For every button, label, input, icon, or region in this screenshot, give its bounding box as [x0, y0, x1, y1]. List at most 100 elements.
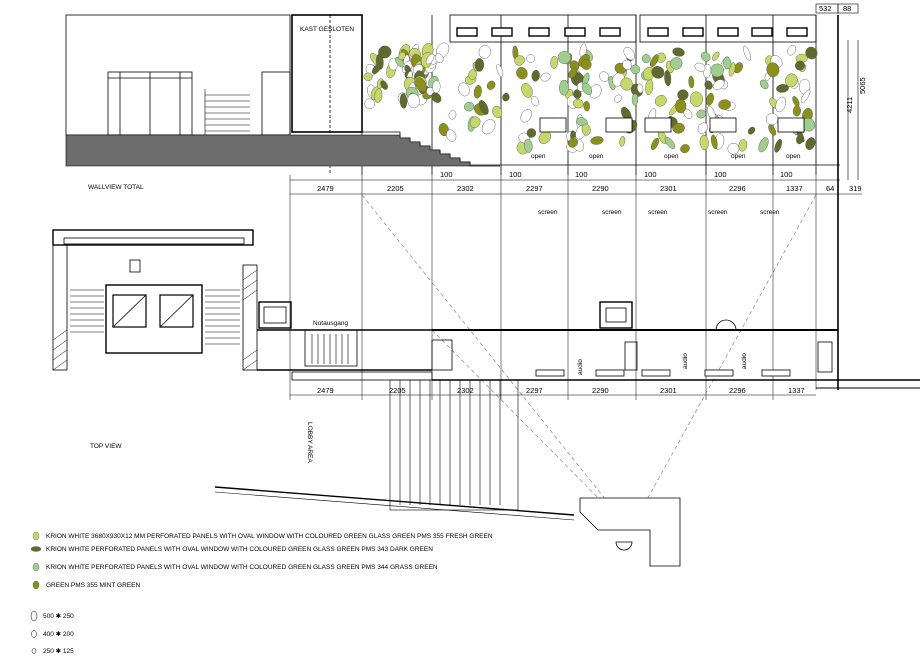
top-sub-dim-5: 100 [714, 170, 727, 179]
plan-hatch [52, 269, 258, 371]
leaf-panel [446, 129, 457, 142]
plan-left-building [52, 229, 292, 371]
leaf-panel [581, 123, 591, 136]
leaf-panel [649, 54, 659, 68]
leaf-panel [637, 83, 644, 94]
leaf-panel [712, 79, 725, 90]
leaf-panel [559, 79, 569, 96]
top-dim-8: 1337 [786, 184, 803, 193]
top-dimension-lines [290, 179, 862, 195]
leaf-panel [630, 64, 641, 74]
vertical-dim-2: 5065 [858, 77, 867, 94]
leaf-panel [712, 51, 720, 61]
leaf-panel [718, 99, 731, 110]
bottom-dim-7: 2296 [729, 386, 746, 395]
leaf-panel [664, 70, 672, 87]
leaf-panel [672, 47, 685, 57]
leaf-panel [599, 71, 609, 82]
bottom-dim-4: 2297 [526, 386, 543, 395]
leaf-panel [727, 142, 740, 155]
plan-seats [535, 369, 791, 377]
leaf-panel [399, 93, 408, 109]
leaf-panel [650, 137, 660, 151]
leaf-panel [583, 100, 590, 112]
screen-label-2: screen [602, 209, 622, 216]
leaf-panel [654, 95, 667, 107]
leaf-panel [775, 96, 786, 113]
leaf-panel [415, 77, 427, 93]
audio-label-1: audio [577, 359, 584, 375]
leaf-panel [677, 89, 689, 101]
leaf-panel [481, 119, 496, 135]
leaf-panel [425, 53, 435, 65]
wallview-elevation [65, 14, 840, 175]
plan-audio-labels: audio audio audio [577, 353, 748, 375]
leaf-panel [743, 45, 751, 61]
lobby-wall [214, 486, 575, 521]
leaf-panel [619, 136, 626, 147]
wallview-total-label: WALLVIEW TOTAL [88, 184, 144, 191]
top-dim-9: 64 [826, 184, 834, 193]
lobby-area-label: LOBBY AREA [306, 422, 313, 463]
leaf-panel [468, 69, 477, 80]
leaf-panel [431, 92, 442, 103]
reception-desk [579, 497, 681, 567]
leaf-panel [765, 113, 779, 126]
legend-text-3: KRION WHITE PERFORATED PANELS WITH OVAL … [46, 564, 438, 571]
leaf-panel [795, 60, 805, 71]
leaf-panel [651, 66, 665, 79]
leaf-panel [531, 69, 540, 82]
leaf-panel [631, 93, 639, 106]
leaf-panel [380, 80, 388, 90]
leaf-panel [502, 93, 510, 102]
leaf-panel [670, 57, 683, 70]
leaf-panel [398, 51, 406, 61]
legend: KRION WHITE 3680X930X12 MM PERFORATED PA… [30, 531, 493, 590]
corner-dims [815, 3, 859, 180]
notausgang-label: Notausgang [313, 320, 348, 327]
bottom-dim-1: 2479 [317, 386, 334, 395]
kast-gesloten-label: KAST GESLOTEN [300, 26, 354, 33]
leaf-panel [464, 101, 475, 112]
leaf-panel [664, 136, 676, 149]
leaf-panel [474, 58, 485, 72]
top-dim-2: 2205 [387, 184, 404, 193]
leaf-panel [438, 123, 449, 137]
leaf-panel [759, 79, 769, 90]
bottom-dim-6: 2301 [660, 386, 677, 395]
leaf-panel [520, 109, 532, 123]
leaf-panel [704, 80, 713, 90]
leaf-panel [374, 88, 383, 103]
leaf-panel [774, 138, 782, 153]
leaf-panel [572, 98, 584, 109]
lobby-stairs [389, 379, 519, 511]
leaf-panel [710, 63, 724, 78]
leaf-panel [758, 137, 769, 153]
leaf-panel [469, 116, 481, 128]
leaf-panel [645, 79, 654, 96]
corner-dim-2: 88 [843, 4, 851, 13]
top-dim-1: 2479 [317, 184, 334, 193]
vertical-dim-1: 4211 [845, 97, 854, 113]
screen-label-4: screen [708, 209, 728, 216]
leaf-panel [694, 62, 706, 72]
leaf-panel [622, 59, 632, 70]
top-dim-3: 2302 [457, 184, 474, 193]
top-dim-4: 2297 [526, 184, 543, 193]
screen-labels: screen screen screen screen screen [538, 209, 780, 216]
leaf-panel [568, 137, 578, 148]
leaf-panel [641, 54, 651, 64]
leaf-panel [805, 46, 818, 60]
reception-chair [615, 541, 633, 551]
leaf-panel [530, 95, 539, 107]
leaf-panel [805, 137, 816, 150]
top-dim-10: 319 [849, 184, 862, 193]
leaf-panel [478, 100, 489, 115]
legend-swatch-3 [32, 562, 40, 572]
top-dim-5: 2290 [592, 184, 609, 193]
top-sub-dim-6: 100 [780, 170, 793, 179]
leaf-panel [800, 89, 811, 103]
corner-dim-1: 532 [819, 4, 832, 13]
